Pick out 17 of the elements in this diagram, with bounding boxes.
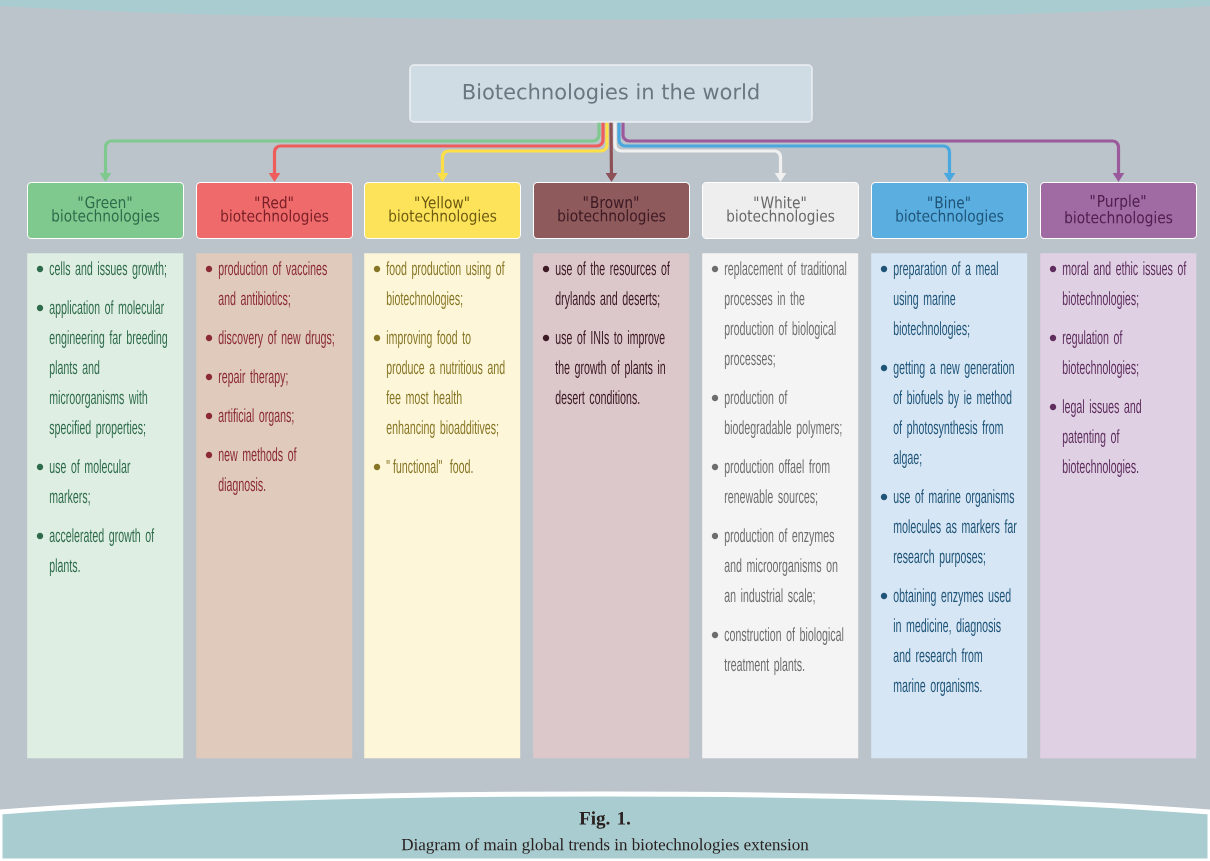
- text-panel: replacement of traditional processes in the production of biological processes; production of biodegradable polymers; production offael from renewable sources; production of enzymes and microorganisms on an industrial scale; construction of biological treatment plants.: [702, 253, 859, 759]
- text-panel: production of vaccines and antibiotics; discovery of new drugs; repair therapy; artificial organs; new methods of diagnosis.: [196, 253, 353, 759]
- figure-number: Fig. 1.: [579, 811, 631, 829]
- title-box: Biotechnologies in the world: [409, 64, 813, 123]
- category-box: "Brown" biotechnologies: [533, 182, 690, 239]
- category-box: "Green" biotechnologies: [27, 182, 184, 239]
- text-panel: use of the resources of drylands and deserts; use of INIs to improve the growth of plants in desert conditions.: [533, 253, 690, 759]
- text-panel: cells and issues growth; application of molecular engineering far breeding plants and microorganisms with specified properties; use of molecular markers; accelerated growth of plants.: [27, 253, 184, 759]
- category-box: "Red" biotechnologies: [196, 182, 353, 239]
- category-box: "White" biotechnologies: [702, 182, 859, 239]
- category-box: "Purple" biotechnologies: [1040, 182, 1197, 239]
- text-panel: preparation of a meal using marine biotechnologies; getting a new generation of biofuels by ie method of photosynthesis from algae; use of marine organisms molecules as markers far research purposes; obtaining enzymes used in medicine, diagnosis and research from marine organisms.: [871, 253, 1028, 759]
- category-box: "Yellow" biotechnologies: [364, 182, 521, 239]
- text-panel: moral and ethic issues of biotechnologies; regulation of biotechnologies; legal issues and patenting of biotechnologies.: [1040, 253, 1197, 759]
- text-panel: food production using of biotechnologies; improving food to produce a nutritious and fee most health enhancing bioadditives; "functional" food.: [364, 253, 521, 759]
- caption: Diagram of main global trends in biotechnologies extension: [401, 838, 809, 854]
- category-box: "Bine" biotechnologies: [871, 182, 1028, 239]
